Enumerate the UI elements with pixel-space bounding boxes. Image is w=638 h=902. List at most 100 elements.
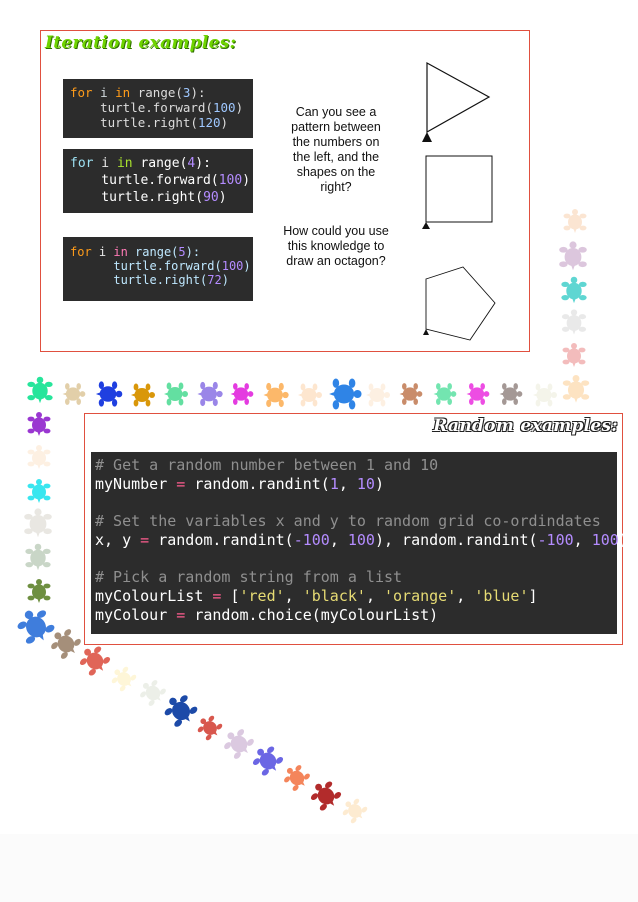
- square-shape: [422, 155, 493, 229]
- turtle-icon: [230, 383, 254, 405]
- code-line: # Pick a random string from a list: [95, 568, 613, 587]
- code-line: myNumber = random.randint(1, 10): [95, 475, 613, 494]
- turtle-icon: [248, 741, 287, 780]
- code-token: 100: [347, 530, 375, 549]
- code-token: ): [618, 530, 628, 549]
- turtle-cursor-icon: [422, 222, 430, 229]
- turtle-icon: [338, 794, 371, 827]
- code-token: ): [243, 259, 251, 273]
- code-token: for: [70, 85, 93, 100]
- code-token: 'orange': [384, 586, 457, 605]
- code-token: 10: [356, 474, 375, 493]
- code-token: -100: [537, 530, 574, 549]
- code-line: myColour = random.choice(myColourList): [95, 606, 613, 625]
- code-token: ): [242, 173, 251, 188]
- code-token: i: [93, 156, 117, 171]
- code-token: =: [140, 530, 150, 549]
- code-token: ]: [528, 586, 538, 605]
- turtle-icon: [563, 209, 587, 233]
- code-token: 'red': [239, 586, 285, 605]
- code-token: x, y: [95, 530, 141, 549]
- code-token: 'black': [302, 586, 366, 605]
- code-token: 'blue': [474, 586, 529, 605]
- code-token: range(: [130, 85, 183, 100]
- turtle-icon: [559, 241, 587, 271]
- code-token: 5: [178, 245, 186, 259]
- turtle-icon: [75, 641, 114, 680]
- turtle-icon: [561, 309, 587, 335]
- code-token: turtle.right(: [70, 190, 204, 205]
- code-line: turtle.forward(100): [70, 259, 250, 273]
- turtle-icon: [197, 381, 223, 407]
- code-token: 120: [197, 115, 221, 130]
- code-token: =: [212, 586, 222, 605]
- turtle-cursor-icon: [422, 132, 432, 142]
- code-token: 4: [187, 156, 196, 171]
- code-token: ,: [573, 530, 592, 549]
- code-line: turtle.forward(100): [70, 172, 250, 189]
- turtle-icon: [27, 579, 51, 603]
- turtle-icon: [12, 603, 58, 649]
- turtle-icon: [107, 662, 140, 695]
- turtle-icon: [433, 383, 457, 405]
- code-token: ,: [284, 586, 303, 605]
- page-bottom-margin: [0, 834, 638, 902]
- turtle-icon: [279, 760, 313, 794]
- turtle-icon: [135, 675, 169, 709]
- turtle-icon: [159, 689, 201, 731]
- code-block-range-5: for i in range(5): turtle.forward(100) t…: [63, 237, 253, 301]
- turtle-icon: [561, 276, 587, 304]
- code-token: i: [91, 245, 114, 259]
- code-token: turtle.right(: [70, 273, 208, 287]
- code-line: myColourList = ['red', 'black', 'orange'…: [95, 587, 613, 606]
- turtle-icon: [164, 382, 188, 406]
- turtle-icon: [366, 383, 390, 407]
- code-token: turtle.forward(: [70, 100, 213, 115]
- turtle-icon: [306, 776, 345, 815]
- code-token: =: [176, 474, 186, 493]
- code-token: range(: [132, 156, 188, 171]
- code-token: 3: [182, 85, 191, 100]
- code-token: myColourList: [95, 586, 213, 605]
- turtle-icon: [193, 711, 226, 744]
- turtle-icon: [27, 445, 51, 469]
- code-token: random.randint(: [149, 530, 294, 549]
- code-token: range(: [127, 245, 179, 259]
- code-token: 72: [207, 273, 222, 287]
- code-line: for i in range(5):: [70, 245, 246, 259]
- turtle-cursor-icon: [423, 329, 429, 335]
- code-token: ): [218, 190, 227, 205]
- turtle-icon: [298, 383, 322, 407]
- turtle-icon: [533, 383, 557, 407]
- code-token: in: [115, 85, 131, 100]
- turtle-icon: [27, 412, 51, 436]
- code-line: x, y = random.randint(-100, 100), random…: [95, 530, 628, 550]
- code-token: ): [221, 273, 229, 287]
- octagon-question: How could you use this knowledge to draw…: [283, 224, 389, 268]
- code-token: for: [70, 245, 92, 259]
- code-token: 100: [221, 259, 244, 273]
- code-token: # Set the variables x and y to random gr…: [95, 512, 601, 531]
- code-token: 100: [591, 530, 619, 549]
- turtle-icon: [219, 724, 258, 763]
- turtle-icon: [562, 343, 586, 367]
- code-token: ,: [338, 474, 357, 493]
- code-token: ): [374, 474, 384, 493]
- code-line: turtle.right(120): [70, 115, 246, 130]
- code-token: # Get a random number between 1 and 10: [95, 456, 439, 474]
- pentagon-shape: [423, 266, 496, 341]
- code-token: ,: [456, 586, 475, 605]
- code-token: turtle.right(: [70, 115, 198, 130]
- turtle-icon: [27, 479, 51, 503]
- turtle-icon: [329, 378, 362, 410]
- code-line: for i in range(4):: [70, 155, 246, 172]
- code-token: random.choice(myColourList): [185, 605, 439, 624]
- code-token: ,: [365, 586, 384, 605]
- turtle-icon: [27, 376, 53, 404]
- code-token: in: [113, 245, 128, 259]
- turtle-icon: [62, 383, 86, 405]
- code-line: turtle.forward(100): [70, 100, 246, 115]
- code-token: -100: [293, 530, 330, 549]
